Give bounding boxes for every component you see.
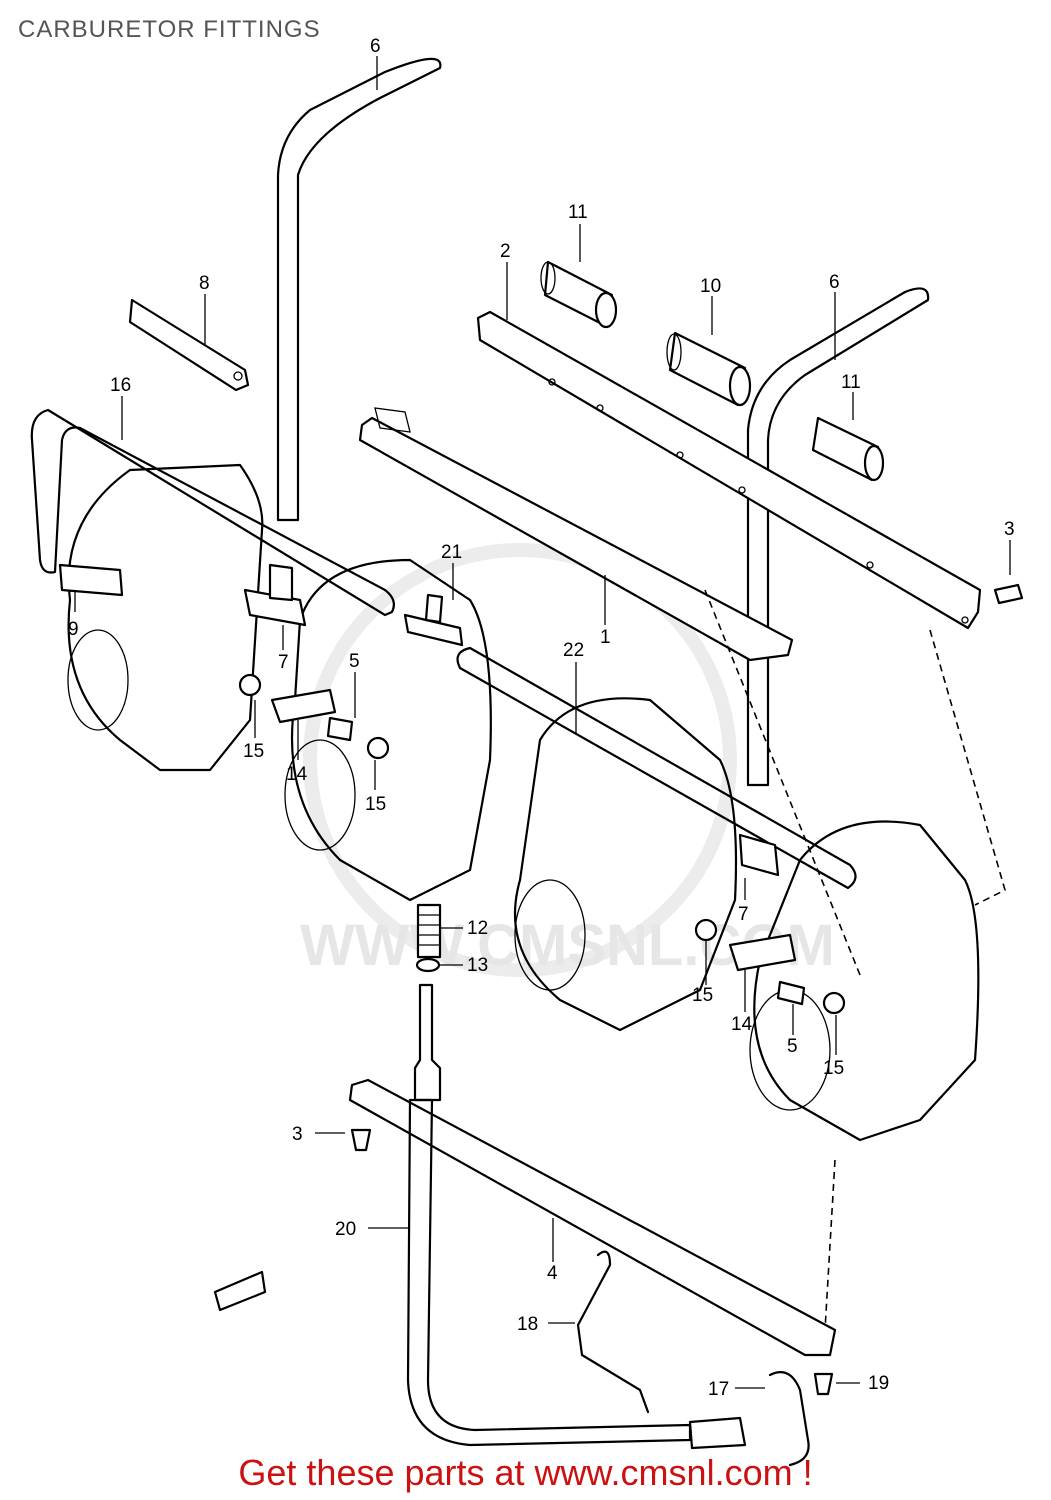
cap-11-top <box>540 260 618 329</box>
plate-2 <box>476 310 982 630</box>
callout-labels: 6 11 2 8 10 6 16 11 3 21 9 1 22 7 5 15 1… <box>68 36 1015 1400</box>
fitting-7-left <box>243 563 307 627</box>
joint-15-d <box>822 991 846 1015</box>
hose-16 <box>30 408 395 617</box>
callout-6-right: 6 <box>829 272 840 293</box>
callout-13: 13 <box>467 955 488 976</box>
carburetor-3 <box>513 697 738 1032</box>
callout-2: 2 <box>500 241 511 262</box>
callout-15-c: 15 <box>692 985 713 1006</box>
dashed-guide-right <box>929 629 1006 906</box>
hose-6-left <box>276 57 442 522</box>
leader-lines <box>74 56 1011 1389</box>
callout-22: 22 <box>563 640 584 661</box>
joint-14-left <box>270 688 337 724</box>
callout-11-top: 11 <box>568 202 588 223</box>
hose-22 <box>456 646 857 890</box>
callout-21: 21 <box>441 542 462 563</box>
callout-10: 10 <box>700 276 721 297</box>
bracket-8 <box>128 298 250 392</box>
callout-12: 12 <box>467 918 488 939</box>
callout-9: 9 <box>68 619 79 640</box>
callout-14-right: 14 <box>731 1014 753 1035</box>
diagram-title: CARBURETOR FITTINGS <box>18 16 321 43</box>
watermark: WWW.CMSNL.COM <box>300 543 835 978</box>
fitting-7-right <box>738 833 780 877</box>
joint-14-right <box>728 933 797 972</box>
callout-18: 18 <box>517 1314 538 1335</box>
callout-6-left: 6 <box>370 36 381 57</box>
carburetor-2 <box>284 558 492 902</box>
clamp-17 <box>768 1371 810 1467</box>
callout-15-b: 15 <box>365 794 386 815</box>
callout-15-d: 15 <box>823 1058 844 1079</box>
cap-11-right <box>811 416 885 482</box>
screw-3-upper <box>993 583 1024 605</box>
callout-8: 8 <box>199 273 210 294</box>
clip-5-left <box>326 716 354 742</box>
clamp-18 <box>576 1250 650 1414</box>
hose-6-right <box>746 287 930 787</box>
fitting-21 <box>403 593 464 647</box>
cap-10 <box>666 331 752 407</box>
fitting-9 <box>58 563 124 597</box>
callout-7-left: 7 <box>278 652 289 673</box>
callout-3-lower: 3 <box>292 1124 303 1145</box>
bracket-1 <box>358 416 794 662</box>
washer-13 <box>415 957 441 973</box>
adjuster-screw <box>413 983 442 1102</box>
clip-5-right <box>776 980 806 1006</box>
callout-7-right: 7 <box>738 904 749 925</box>
hose-20-fitting <box>688 1416 747 1450</box>
callout-17: 17 <box>708 1379 729 1400</box>
callout-14-left: 14 <box>286 764 308 785</box>
joint-15-a <box>238 673 262 697</box>
screw-19 <box>813 1372 834 1396</box>
callout-11-right: 11 <box>841 372 861 393</box>
bracket-4 <box>348 1078 837 1357</box>
carburetor-1 <box>67 463 264 772</box>
callout-1: 1 <box>600 627 611 648</box>
callout-16: 16 <box>110 375 131 396</box>
front-arrow-icon <box>213 1270 267 1312</box>
callout-3-upper: 3 <box>1004 519 1015 540</box>
callout-4: 4 <box>547 1263 558 1284</box>
screw-3-lower <box>350 1128 372 1152</box>
spring-12 <box>416 903 442 959</box>
callout-5-right: 5 <box>787 1036 798 1057</box>
callout-20: 20 <box>335 1219 356 1240</box>
footer-link-text[interactable]: Get these parts at www.cmsnl.com ! <box>238 1452 813 1493</box>
carburetor-4 <box>749 820 980 1142</box>
joint-15-b <box>366 736 390 760</box>
callout-19: 19 <box>868 1373 889 1394</box>
joint-15-c <box>694 918 718 942</box>
callout-5-left: 5 <box>349 651 360 672</box>
callout-15-a: 15 <box>243 741 264 762</box>
